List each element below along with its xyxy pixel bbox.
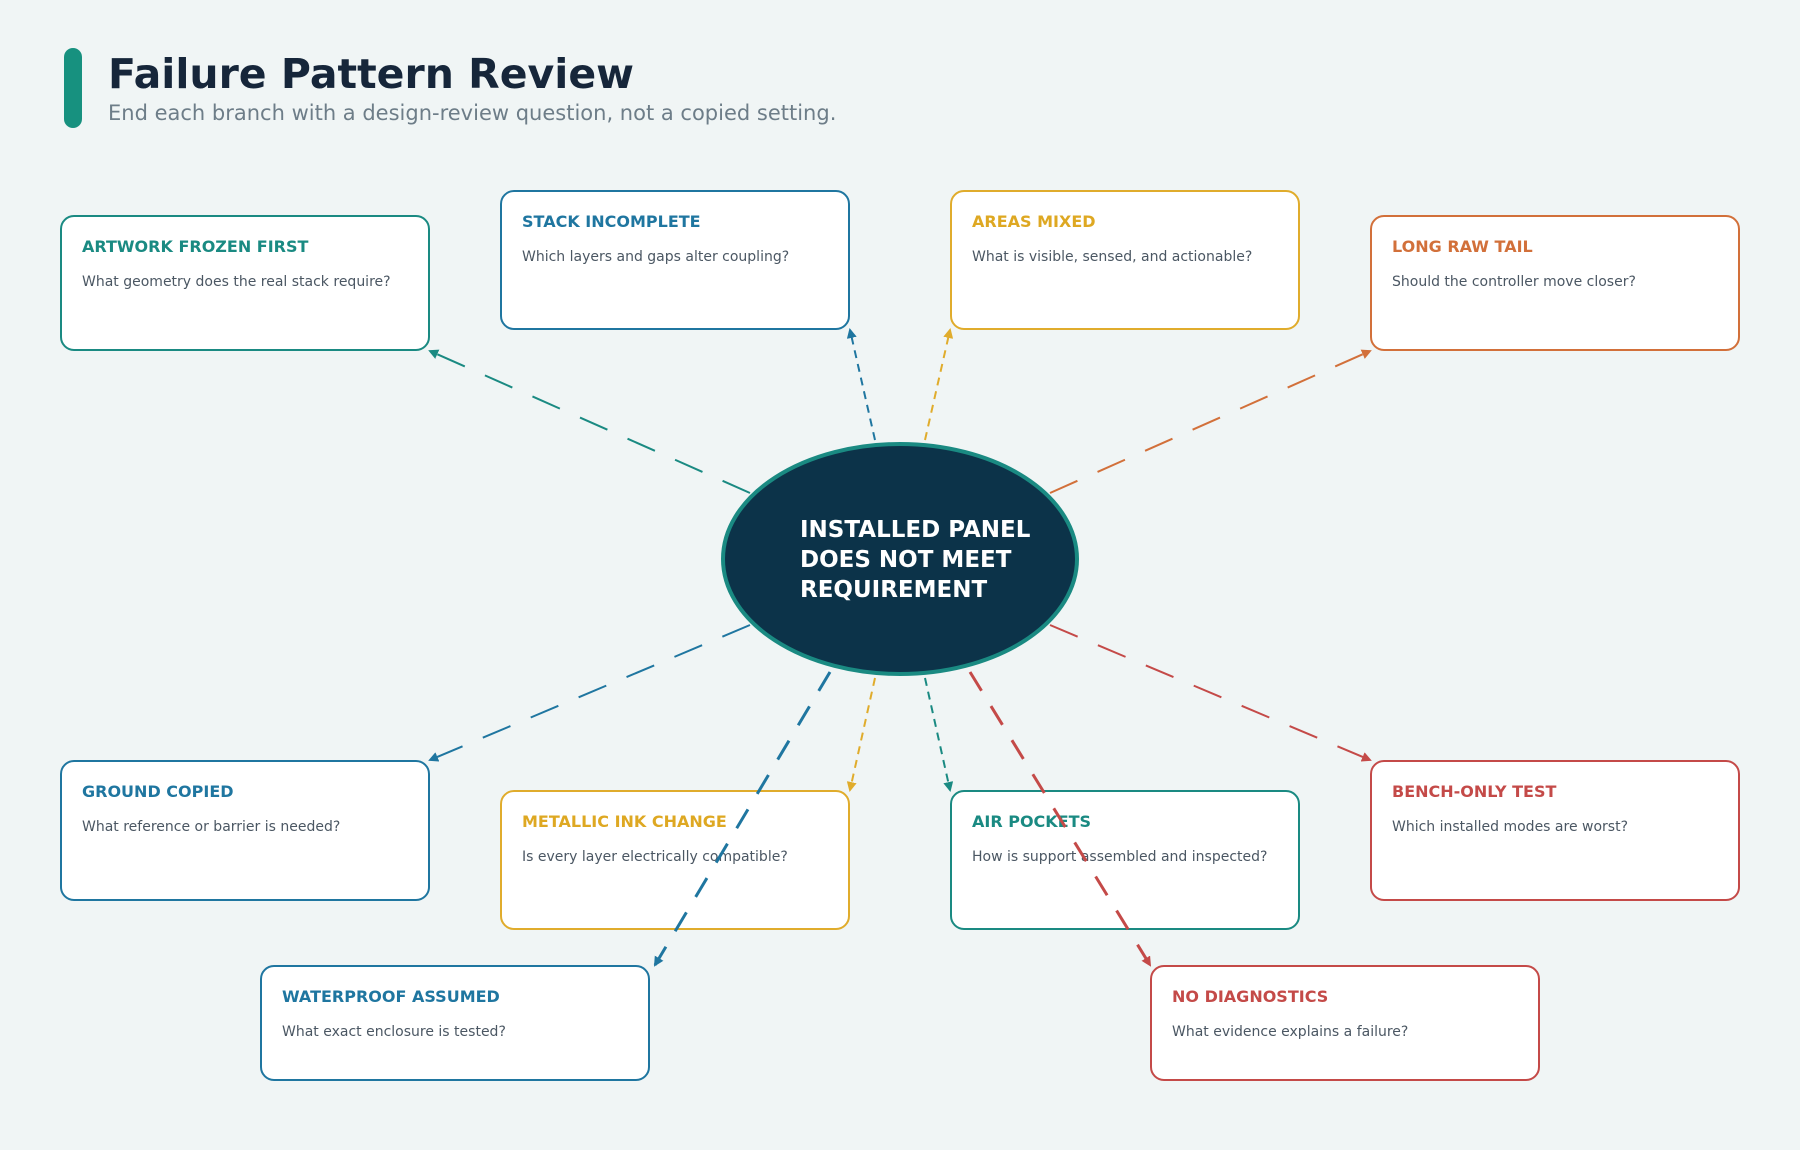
branch-question: What evidence explains a failure?	[1172, 1024, 1409, 1040]
branch-title: NO DIAGNOSTICS	[1172, 987, 1329, 1006]
edge-stack	[846, 328, 876, 441]
edge-artwork	[428, 349, 751, 494]
branch-card-long-raw-tail: LONG RAW TAIL Should the controller move…	[1370, 215, 1740, 351]
branch-card-areas-mixed: AREAS MIXED What is visible, sensed, and…	[950, 190, 1300, 330]
branch-title: AIR POCKETS	[972, 812, 1092, 831]
branch-title: GROUND COPIED	[82, 782, 234, 801]
branch-question: Is every layer electrically compatible?	[522, 849, 788, 865]
branch-question: What geometry does the real stack requir…	[82, 274, 391, 290]
branch-title: LONG RAW TAIL	[1392, 237, 1533, 256]
page-title: Failure Pattern Review	[108, 50, 635, 98]
edge-areas	[924, 328, 954, 441]
branch-title: AREAS MIXED	[972, 212, 1096, 231]
edge-ground	[428, 624, 751, 762]
branch-card-ground-copied: GROUND COPIED What reference or barrier …	[60, 760, 430, 901]
branch-card-stack-incomplete: STACK INCOMPLETE Which layers and gaps a…	[500, 190, 850, 330]
edge-air	[924, 677, 954, 792]
branch-question: Which layers and gaps alter coupling?	[522, 249, 790, 265]
branch-title: BENCH-ONLY TEST	[1392, 782, 1557, 801]
center-line-1: INSTALLED PANEL	[800, 517, 1031, 543]
center-line-2: DOES NOT MEET	[800, 547, 1012, 573]
branch-question: How is support assembled and inspected?	[972, 849, 1268, 865]
branch-card-metallic-ink-change: METALLIC INK CHANGE Is every layer elect…	[500, 790, 850, 930]
branch-title: WATERPROOF ASSUMED	[282, 987, 500, 1006]
branch-card-bench-only-test: BENCH-ONLY TEST Which installed modes ar…	[1370, 760, 1740, 901]
branch-question: What exact enclosure is tested?	[282, 1024, 506, 1040]
title-accent-bar	[64, 48, 82, 128]
branch-card-artwork-frozen-first: ARTWORK FROZEN FIRST What geometry does …	[60, 215, 430, 351]
central-problem-label: INSTALLED PANEL DOES NOT MEET REQUIREMEN…	[800, 515, 1030, 605]
branch-question: What is visible, sensed, and actionable?	[972, 249, 1253, 265]
edge-longtail	[1049, 349, 1372, 494]
branch-title: ARTWORK FROZEN FIRST	[82, 237, 309, 256]
branch-card-waterproof-assumed: WATERPROOF ASSUMED What exact enclosure …	[260, 965, 650, 1081]
branch-title: METALLIC INK CHANGE	[522, 812, 727, 831]
branch-question: Which installed modes are worst?	[1392, 819, 1629, 835]
edge-metallic	[846, 677, 876, 792]
page-subtitle: End each branch with a design-review que…	[108, 101, 837, 125]
branch-card-no-diagnostics: NO DIAGNOSTICS What evidence explains a …	[1150, 965, 1540, 1081]
branch-question: What reference or barrier is needed?	[82, 819, 341, 835]
edge-bench	[1049, 624, 1372, 762]
branch-question: Should the controller move closer?	[1392, 274, 1636, 290]
branch-title: STACK INCOMPLETE	[522, 212, 701, 231]
branch-card-air-pockets: AIR POCKETS How is support assembled and…	[950, 790, 1300, 930]
center-line-3: REQUIREMENT	[800, 577, 988, 603]
